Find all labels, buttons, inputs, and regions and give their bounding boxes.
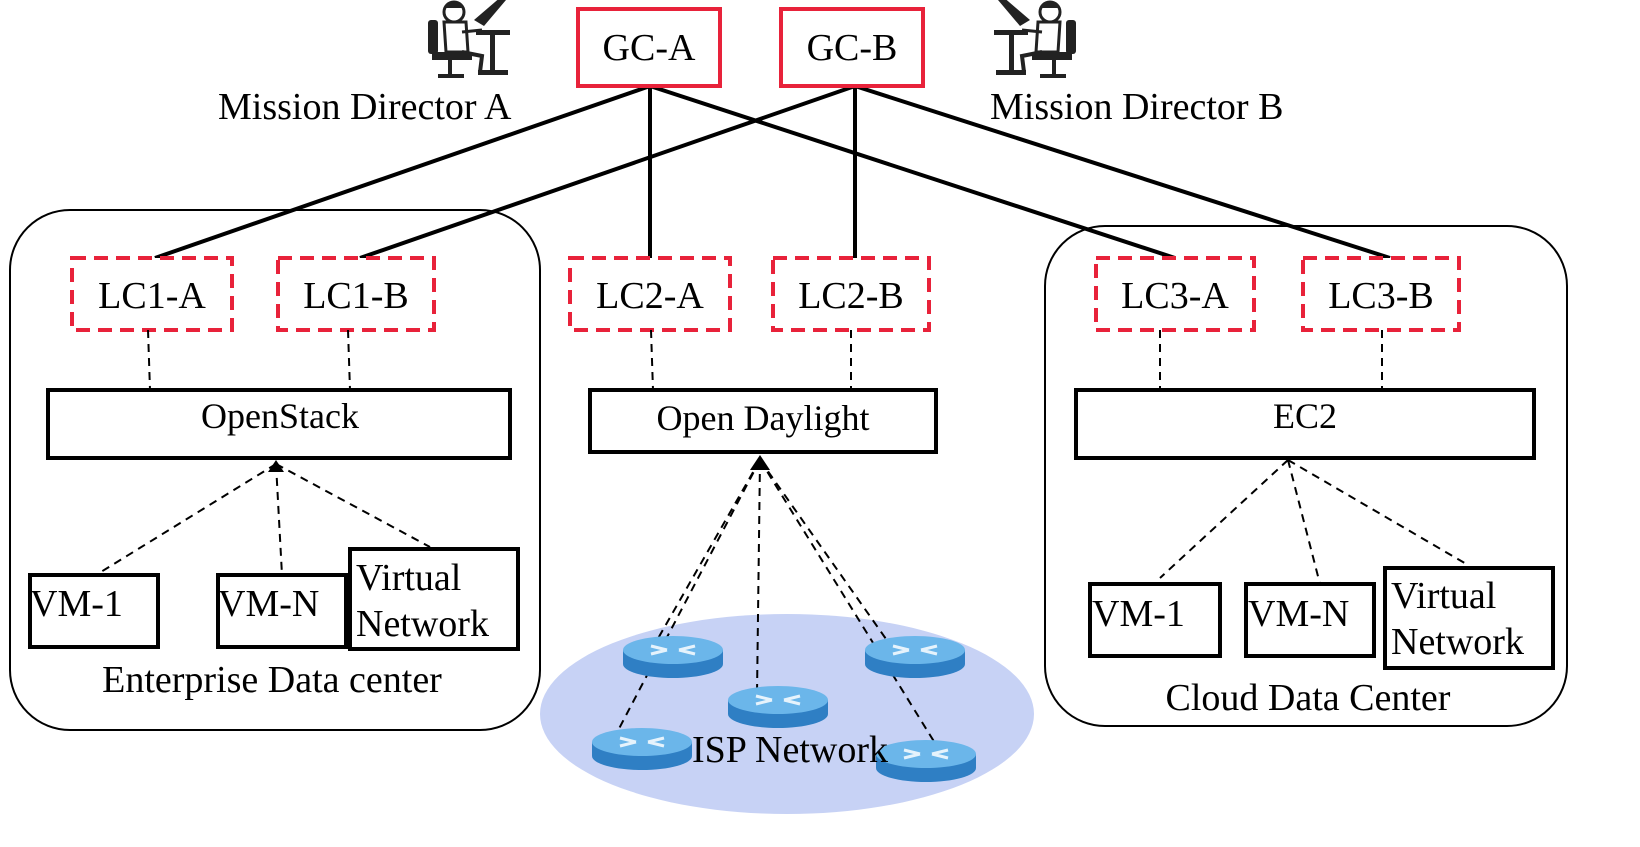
opendaylight-arrowhead (750, 455, 770, 470)
isp-router-icon (863, 634, 967, 680)
cloud-caption: Cloud Data Center (1166, 677, 1451, 719)
director-b-icon (992, 0, 1078, 78)
cloud-virtual-label-1: Virtual (1391, 575, 1496, 617)
enterprise-virtual-label-2: Network (356, 603, 489, 645)
platform-resource-links (95, 459, 1469, 749)
enterprise-vm1-label: VM-1 (30, 583, 123, 625)
openstack-label: OpenStack (201, 396, 359, 436)
lc2-a-box (568, 256, 732, 332)
director-a-label: Mission Director A (218, 86, 512, 128)
isp-router-icon (874, 738, 978, 784)
lc1-a-box (70, 256, 234, 332)
lc1-b-label: LC1-B (303, 275, 409, 317)
enterprise-virtual-network-box (348, 547, 520, 651)
isp-router-icon (621, 634, 725, 680)
gc-b-box: GC-B (779, 7, 925, 88)
cloud-vmn-label: VM-N (1248, 593, 1349, 635)
openstack-arrowhead (268, 460, 284, 472)
isp-caption: ISP Network (692, 729, 888, 771)
director-a-icon (426, 0, 512, 78)
cloud-vmn-box (1244, 582, 1376, 658)
cloud-vm1-label: VM-1 (1092, 593, 1185, 635)
director-b-label: Mission Director B (990, 86, 1283, 128)
lc1-a-label: LC1-A (98, 275, 206, 317)
cloud-virtual-label-2: Network (1391, 621, 1524, 663)
cloud-data-center (1044, 225, 1568, 727)
lc1-b-box (276, 256, 436, 332)
opendaylight-label: Open Daylight (657, 398, 870, 438)
gc-a-label: GC-A (603, 27, 696, 69)
gc-b-label: GC-B (807, 27, 898, 69)
lc3-b-label: LC3-B (1328, 275, 1434, 317)
lc3-a-box (1094, 256, 1256, 332)
enterprise-vmn-box (216, 573, 348, 649)
enterprise-virtual-label-1: Virtual (356, 557, 461, 599)
enterprise-vm1-box (28, 573, 160, 649)
ec2-label: EC2 (1273, 396, 1337, 436)
cloud-vm1-box (1088, 582, 1222, 658)
enterprise-data-center (9, 209, 541, 731)
control-links (154, 84, 1391, 260)
enterprise-vmn-label: VM-N (218, 583, 319, 625)
lc3-a-label: LC3-A (1121, 275, 1229, 317)
lc3-b-box (1301, 256, 1461, 332)
ec2-box (1074, 388, 1536, 460)
lc2-b-label: LC2-B (798, 275, 904, 317)
gc-a-box: GC-A (576, 7, 722, 88)
openstack-box (46, 388, 512, 460)
lc2-a-label: LC2-A (596, 275, 704, 317)
lc-platform-links (147, 329, 1383, 391)
enterprise-caption: Enterprise Data center (102, 659, 442, 701)
lc2-b-box (771, 256, 931, 332)
opendaylight-box (588, 388, 938, 454)
cloud-virtual-network-box (1383, 566, 1555, 670)
isp-router-icon (590, 726, 694, 772)
isp-router-icon (726, 684, 830, 730)
